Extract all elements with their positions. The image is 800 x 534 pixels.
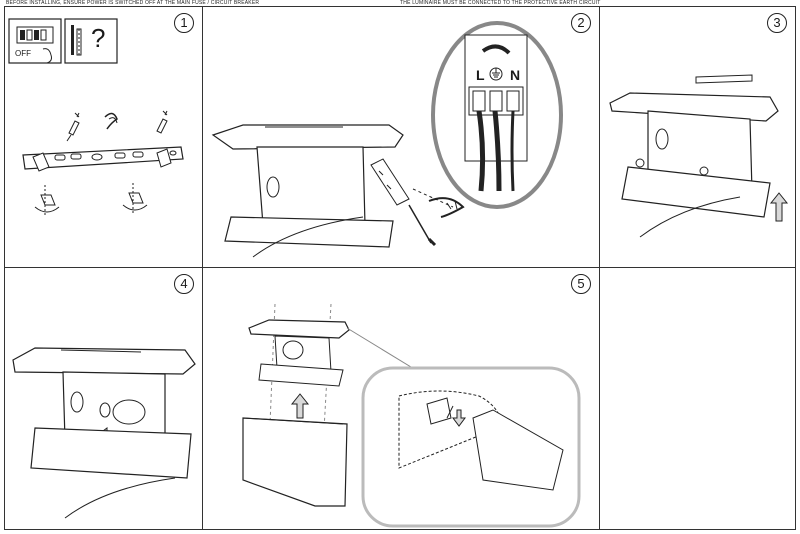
shade-fitting-drawing — [242, 303, 581, 528]
question-mark: ? — [91, 23, 106, 53]
step-6-panel — [599, 267, 796, 530]
step-number: 1 — [174, 13, 194, 33]
instruction-sheet: 1 OFF ? — [4, 6, 796, 530]
off-label: OFF — [15, 49, 31, 58]
step-5-panel: 5 — [202, 267, 600, 530]
luminaire-mount-drawing — [609, 74, 789, 238]
step-number: 4 — [174, 274, 194, 294]
luminaire-wiring-drawing — [211, 21, 563, 258]
step-4-panel: 4 — [4, 267, 203, 530]
arrow-up-icon — [769, 192, 789, 222]
step-1-panel: 1 OFF ? — [4, 6, 203, 268]
terminal-live-label: L — [476, 67, 485, 83]
terminal-neutral-label: N — [510, 67, 521, 83]
step-2-panel: 2 — [202, 6, 600, 268]
step-number: 3 — [767, 13, 787, 33]
header-warning-right: THE LUMINAIRE MUST BE CONNECTED TO THE P… — [400, 0, 601, 6]
circuit-breaker-icon — [8, 18, 62, 64]
step-number: 5 — [571, 274, 591, 294]
step-number: 2 — [571, 13, 591, 33]
step-3-panel: 3 — [599, 6, 796, 268]
screwdriver-wallplug-icon — [64, 18, 118, 64]
mounting-bracket-drawing — [22, 110, 184, 215]
bulb-insert-drawing — [12, 347, 196, 519]
header-warning-left: BEFORE INSTALLING, ENSURE POWER IS SWITC… — [6, 0, 260, 6]
